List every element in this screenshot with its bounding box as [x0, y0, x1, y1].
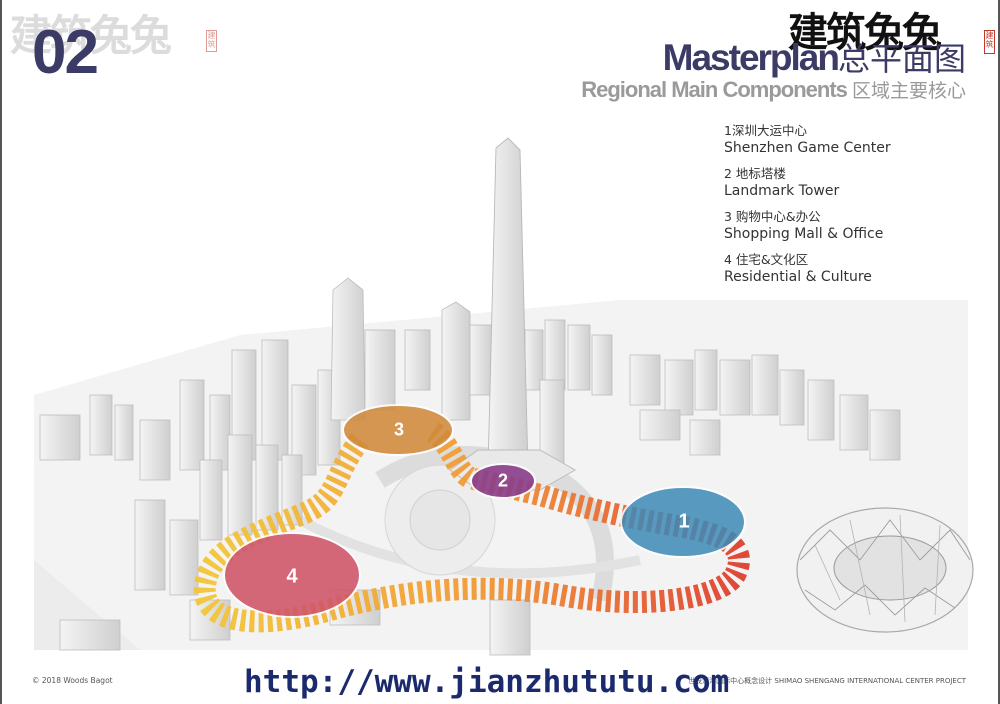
legend-item: 3 购物中心&办公 Shopping Mall & Office [724, 208, 891, 244]
marker-4-label: 4 [286, 565, 298, 588]
watermark-left: 建筑兔兔 [10, 11, 172, 60]
page-number: 02 [32, 18, 99, 87]
copyright-text: © 2018 Woods Bagot [32, 676, 113, 685]
legend-item: 4 住宅&文化区 Residential & Culture [724, 251, 891, 287]
buildings-right [629, 349, 901, 461]
watermark-right: 建筑兔兔 [788, 9, 942, 56]
watermark-url[interactable]: http://www.jianzhututu.com [244, 664, 730, 700]
page-title: Masterplan总平面图 [663, 34, 966, 80]
marker-2-label: 2 [497, 470, 509, 491]
subtitle-cn: 区域主要核心 [851, 80, 966, 102]
legend-item: 1深圳大运中心 Shenzhen Game Center [724, 122, 891, 158]
stadium-shell [796, 507, 974, 633]
marker-3-label: 3 [393, 419, 405, 440]
frame-right-border [998, 0, 1000, 704]
legend-item-en: Residential & Culture [724, 269, 872, 285]
title-en: Masterplan [662, 37, 840, 78]
legend-item-cn: 3 购物中心&办公 [724, 209, 821, 224]
legend-item: 2 地标塔楼 Landmark Tower [724, 165, 891, 201]
legend-item-cn: 4 住宅&文化区 [724, 252, 809, 267]
seal-left: 建筑 [206, 30, 217, 52]
title-cn: 总平面图 [837, 40, 966, 78]
page-subtitle: Regional Main Components 区域主要核心 [581, 76, 966, 103]
legend-item-en: Shopping Mall & Office [724, 226, 884, 242]
subtitle-en: Regional Main Components [581, 77, 848, 102]
project-name: 世茂深港国际中心概念设计 SHIMAO SHENGANG INTERNATION… [688, 677, 966, 685]
buildings-center [330, 277, 613, 656]
buildings-left [39, 339, 381, 651]
legend-item-cn: 1深圳大运中心 [724, 123, 807, 138]
marker-2[interactable] [470, 463, 536, 499]
marker-1[interactable] [620, 486, 746, 558]
seal-right: 建筑 [984, 30, 995, 54]
frame-left-border [0, 0, 2, 704]
legend-item-cn: 2 地标塔楼 [724, 166, 786, 181]
marker-3[interactable] [342, 404, 454, 456]
component-legend: 1深圳大运中心 Shenzhen Game Center 2 地标塔楼 Land… [724, 122, 891, 294]
marker-4[interactable] [223, 532, 361, 618]
marker-1-label: 1 [678, 510, 690, 533]
legend-item-en: Landmark Tower [724, 183, 840, 199]
legend-item-en: Shenzhen Game Center [724, 140, 891, 156]
